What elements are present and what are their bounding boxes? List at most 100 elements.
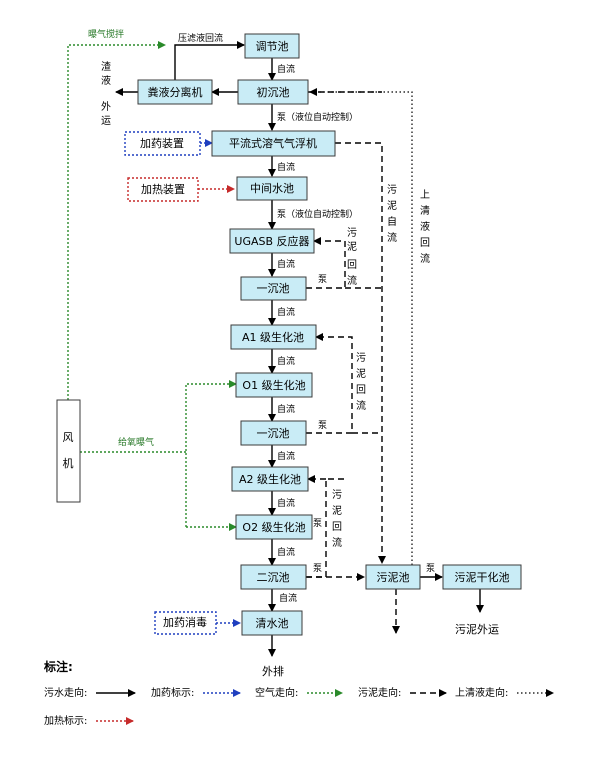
svg-text:泥: 泥 xyxy=(347,240,357,253)
label-beng-5: 泵 xyxy=(426,563,435,574)
box-jiayao1: 加药装置 xyxy=(124,131,201,156)
sludge-flow-lines xyxy=(306,91,400,634)
box-yichen2-label: 一沉池 xyxy=(257,427,290,440)
svg-text:污: 污 xyxy=(332,489,342,501)
svg-text:流: 流 xyxy=(347,274,357,287)
label-beng-4: 泵 xyxy=(313,563,322,574)
svg-text:回: 回 xyxy=(332,521,342,533)
legend-shangqing-label: 上清液走向: xyxy=(455,686,508,699)
jiayao2-label: 加药消毒 xyxy=(163,615,207,629)
svg-text:泥: 泥 xyxy=(387,199,397,212)
box-erchen-label: 二沉池 xyxy=(257,571,290,584)
jiayao1-label: 加药装置 xyxy=(140,137,184,150)
svg-text:回: 回 xyxy=(356,384,366,396)
label-ziliu-2: 自流 xyxy=(277,161,295,173)
svg-text:回: 回 xyxy=(420,237,430,249)
label-yalv: 压滤液回流 xyxy=(178,32,223,44)
box-a2-label: A2 级生化池 xyxy=(239,472,301,486)
box-erchen: 二沉池 xyxy=(240,564,307,590)
label-beng-1: 泵 xyxy=(318,274,327,285)
label-wuni-huiliu-2: 污 泥 回 流 xyxy=(356,352,366,412)
box-fenli-label: 粪液分离机 xyxy=(148,85,203,99)
box-a2: A2 级生化池 xyxy=(231,466,309,492)
box-yichen1: 一沉池 xyxy=(240,276,307,301)
box-jiare: 加热装置 xyxy=(127,177,199,202)
legend-title: 标注: xyxy=(43,659,73,674)
box-yichen2: 一沉池 xyxy=(240,420,307,446)
svg-text:泥: 泥 xyxy=(332,504,342,517)
label-ziliu-4: 自流 xyxy=(277,306,295,318)
box-o2: O2 级生化池 xyxy=(235,514,313,540)
label-beng-ye-2: 泵（液位自动控制） xyxy=(277,208,358,220)
box-qifu: 平流式溶气气浮机 xyxy=(211,130,336,157)
label-ziliu-5: 自流 xyxy=(277,355,295,367)
label-wuni-ziliu: 污 泥 自 流 xyxy=(387,184,397,244)
label-gei-yang: 给氧曝气 xyxy=(118,436,154,448)
svg-text:流: 流 xyxy=(332,536,342,549)
svg-text:运: 运 xyxy=(101,115,111,127)
svg-text:清: 清 xyxy=(420,204,430,217)
svg-text:液: 液 xyxy=(420,220,430,233)
box-ugasb: UGASB 反应器 xyxy=(229,228,315,254)
box-wuni-label: 污泥池 xyxy=(377,571,410,584)
box-ugasb-label: UGASB 反应器 xyxy=(234,234,309,248)
label-wuni-huiliu-1: 污 泥 回 流 xyxy=(347,227,357,287)
svg-text:外: 外 xyxy=(101,101,111,113)
svg-text:流: 流 xyxy=(420,252,430,265)
label-beng-2: 泵 xyxy=(318,420,327,431)
svg-text:上: 上 xyxy=(420,189,430,201)
legend-kongqi-label: 空气走向: xyxy=(255,686,298,699)
box-jiayao2: 加药消毒 xyxy=(154,611,217,635)
label-ziliu-6: 自流 xyxy=(277,403,295,415)
box-wunigan-label: 污泥干化池 xyxy=(455,570,510,584)
label-wuni-huiliu-3: 污 泥 回 流 xyxy=(332,489,342,549)
svg-text:回: 回 xyxy=(347,259,357,271)
svg-text:自: 自 xyxy=(387,215,397,228)
box-zhongjian: 中间水池 xyxy=(236,176,308,201)
legend-wuni-label: 污泥走向: xyxy=(358,686,401,699)
svg-text:泥: 泥 xyxy=(356,367,366,380)
box-zhongjian-label: 中间水池 xyxy=(250,182,294,195)
label-wuni-waiyun: 污泥外运 xyxy=(455,623,499,636)
label-waipai: 外排 xyxy=(262,664,284,678)
box-o2-label: O2 级生化池 xyxy=(242,520,305,534)
legend: 标注: 污水走向: 加药标示: 空气走向: 污泥走向: 上清液走向: 加热标示: xyxy=(43,659,554,727)
box-fengji: 风 机 xyxy=(56,399,81,503)
svg-text:污: 污 xyxy=(356,352,366,364)
box-tiaojie-label: 调节池 xyxy=(256,40,289,53)
supernatant-flow-lines xyxy=(309,88,413,565)
label-beng-3: 泵 xyxy=(313,518,322,529)
svg-text:流: 流 xyxy=(356,399,366,412)
svg-text:流: 流 xyxy=(387,231,397,244)
box-yichen1-label: 一沉池 xyxy=(257,282,290,295)
box-a1-label: A1 级生化池 xyxy=(242,330,304,344)
box-chuchen-label: 初沉池 xyxy=(257,85,290,99)
label-ziliu-9: 自流 xyxy=(277,546,295,558)
box-a1: A1 级生化池 xyxy=(230,324,317,350)
box-tiaojie: 调节池 xyxy=(244,33,300,59)
label-shangqing: 上 清 液 回 流 xyxy=(420,189,430,265)
legend-jiare-label: 加热标示: xyxy=(44,714,87,727)
air-flow-lines xyxy=(67,41,237,531)
label-ziliu-1: 自流 xyxy=(277,63,295,75)
sewage-flow-lines xyxy=(115,41,484,657)
box-qifu-label: 平流式溶气气浮机 xyxy=(229,136,317,150)
legend-wushui-label: 污水走向: xyxy=(44,686,87,699)
box-qingshui: 清水池 xyxy=(241,610,303,636)
box-qingshui-label: 清水池 xyxy=(256,617,289,630)
label-ziliu-10: 自流 xyxy=(279,592,297,604)
label-ziliu-7: 自流 xyxy=(277,450,295,462)
legend-jiayao-label: 加药标示: xyxy=(151,687,194,699)
label-puqi: 曝气搅拌 xyxy=(88,28,124,40)
svg-text:污: 污 xyxy=(347,227,357,239)
label-zhayan: 渣 液 外 运 xyxy=(101,60,111,127)
box-fenli: 粪液分离机 xyxy=(137,79,213,105)
fengji-char-1: 风 xyxy=(63,431,74,444)
box-wunigan: 污泥干化池 xyxy=(442,564,522,590)
box-chuchen: 初沉池 xyxy=(237,79,309,105)
box-wuni: 污泥池 xyxy=(365,564,421,590)
svg-text:污: 污 xyxy=(387,184,397,196)
label-beng-ye-1: 泵（液位自动控制） xyxy=(277,111,358,123)
box-o1: O1 级生化池 xyxy=(235,372,313,398)
